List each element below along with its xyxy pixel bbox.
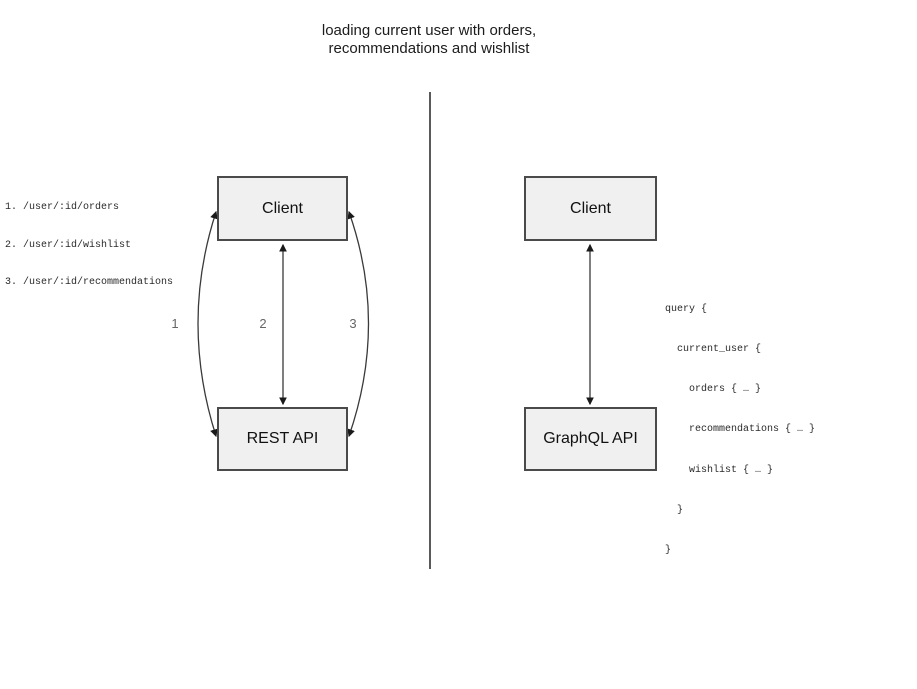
right-client-box: Client bbox=[524, 176, 657, 241]
query-line-5: wishlist { … } bbox=[665, 464, 774, 476]
query-line-4: recommendations { … } bbox=[665, 424, 816, 436]
arrow-label-2: 2 bbox=[259, 316, 267, 331]
graphql-api-label: GraphQL API bbox=[543, 430, 638, 447]
query-line-6: } bbox=[665, 504, 684, 516]
rest-endpoint-list: 1. /user/:id/orders 2. /user/:id/wishlis… bbox=[5, 177, 173, 315]
title-line-2: recommendations and wishlist bbox=[328, 40, 530, 57]
rest-api-box: REST API bbox=[217, 407, 348, 471]
endpoint-orders: 1. /user/:id/orders bbox=[5, 202, 120, 213]
query-line-2: current_user { bbox=[665, 344, 762, 356]
arrow-label-1: 1 bbox=[171, 316, 179, 331]
query-line-7: } bbox=[665, 545, 672, 557]
left-client-label: Client bbox=[262, 199, 303, 217]
arrow-1-curve bbox=[197, 210, 218, 438]
rest-api-label: REST API bbox=[246, 430, 319, 447]
query-line-1: query { bbox=[665, 303, 708, 315]
endpoint-recommendations: 3. /user/:id/recommendations bbox=[5, 277, 174, 288]
left-client-box: Client bbox=[217, 176, 348, 241]
title-line-1: loading current user with orders, bbox=[321, 22, 537, 39]
graphql-query-snippet: query { current_user { orders { … } reco… bbox=[665, 276, 815, 584]
arrow-label-3: 3 bbox=[349, 316, 357, 331]
endpoint-wishlist: 2. /user/:id/wishlist bbox=[5, 239, 132, 251]
vertical-divider bbox=[429, 92, 431, 569]
query-line-3: orders { … } bbox=[665, 384, 762, 396]
right-client-label: Client bbox=[570, 199, 611, 217]
diagram-title: loading current user with orders, recomm… bbox=[229, 22, 629, 58]
graphql-api-box: GraphQL API bbox=[524, 407, 657, 471]
